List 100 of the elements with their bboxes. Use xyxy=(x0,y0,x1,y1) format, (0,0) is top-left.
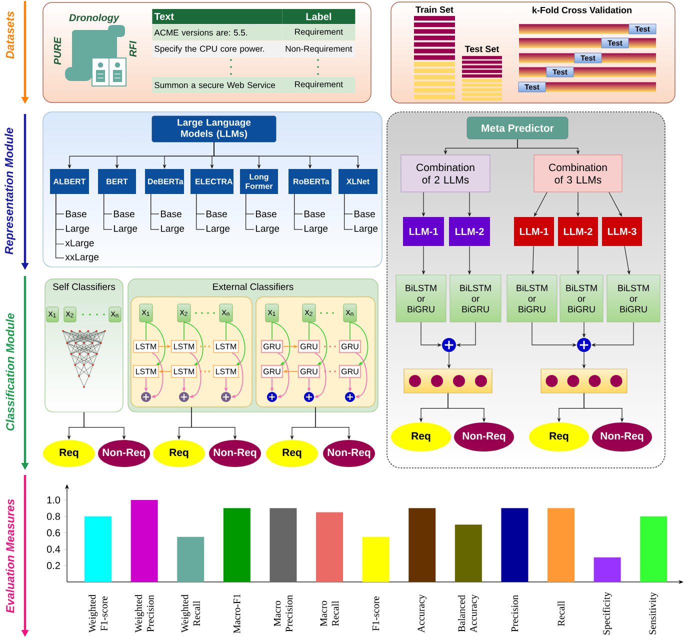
tree-label: Base xyxy=(206,210,227,218)
group-box: Combination of 2 LLMs xyxy=(400,154,490,192)
lstm-box: LSTM xyxy=(133,365,159,378)
section-label: Representation Module xyxy=(4,128,16,254)
model-box: Long Former xyxy=(240,168,278,194)
dataset-label: PURE xyxy=(54,36,61,65)
gru-box: GRU xyxy=(338,340,362,354)
table-cell: Specify the CPU core power. xyxy=(152,42,282,58)
encoder-box: BiLSTM or BiGRU xyxy=(560,274,604,322)
gru-box: GRU xyxy=(260,340,284,354)
gru-box: GRU xyxy=(338,364,362,378)
curved-arrow xyxy=(308,322,328,365)
x-tick-label: Macro Recall xyxy=(320,600,339,626)
title-box: Large Language Models (LLMs) xyxy=(152,116,276,142)
model-box: RoBERTa xyxy=(288,168,332,194)
y-tick-label: 0.8 xyxy=(46,512,60,520)
x-tick-label: Accuracy xyxy=(418,594,427,633)
tree-label: xxLarge xyxy=(65,254,99,262)
lstm-box: LSTM xyxy=(133,340,159,353)
section-label: Evaluation Measures xyxy=(6,499,14,613)
curved-arrow xyxy=(350,322,368,365)
llm-box: LLM-2 xyxy=(449,216,490,246)
x-tick-label: Balanced Accuracy xyxy=(458,594,479,633)
gru-box: GRU xyxy=(298,340,320,354)
tree-label: xLarge xyxy=(65,240,94,248)
plus-circle xyxy=(345,392,355,402)
tree-label: Large xyxy=(161,225,184,234)
llm-box: LLM-3 xyxy=(602,216,642,246)
input-box: x$_{n}$ xyxy=(343,304,357,322)
tree-label: Large xyxy=(304,225,328,234)
tree-label: Base xyxy=(66,210,86,218)
encoder-box: BiLSTM or BiGRU xyxy=(506,274,558,322)
heading: Test Set xyxy=(464,46,500,52)
y-tick-label: 1.0 xyxy=(47,496,60,504)
input-box: x$_{1}$ xyxy=(265,304,279,322)
model-box: ELECTRA xyxy=(190,168,234,194)
y-tick-label: 0.6 xyxy=(46,529,60,536)
tree-label: Large xyxy=(206,225,230,234)
connector-line xyxy=(294,194,303,230)
table-header-cell: Text xyxy=(152,9,282,24)
neuron-layer-box xyxy=(404,368,492,394)
heading: k-Fold Cross Validation xyxy=(532,6,632,14)
model-box: DeBERTa xyxy=(145,168,184,194)
tree-label: Large xyxy=(256,225,280,234)
connector-line xyxy=(308,322,310,340)
connector-line xyxy=(344,194,353,230)
tree-label: Base xyxy=(114,210,134,218)
x-tick-label: F1-score xyxy=(372,596,380,631)
curved-arrow xyxy=(184,322,204,366)
tree-label: Large xyxy=(354,225,378,234)
curved-arrow xyxy=(272,322,290,365)
connector-line xyxy=(196,194,205,230)
gru-box: GRU xyxy=(298,364,320,378)
plus-circle xyxy=(141,392,151,402)
llm-box: LLM-1 xyxy=(403,216,444,246)
plus-circle xyxy=(221,392,231,402)
table-cell: Summon a secure Web Service xyxy=(152,77,282,93)
table-cell: ACME versions are: 5.5. xyxy=(152,24,282,40)
input-box: x$_{2}$ xyxy=(64,306,76,322)
x-tick-label: Specificity xyxy=(602,592,612,635)
x-tick-label: Recall xyxy=(557,600,565,626)
x-tick-label: Weighted F1-score xyxy=(88,594,108,633)
lstm-box: LSTM xyxy=(171,340,197,353)
encoder-box: BiLSTM or BiGRU xyxy=(396,274,446,322)
x-tick-label: Precision xyxy=(511,595,518,632)
dataset-label: RFI xyxy=(130,40,136,57)
tree-label: Base xyxy=(354,210,375,218)
model-box: XLNet xyxy=(338,168,378,194)
input-box: x$_{n}$ xyxy=(219,304,233,322)
tree-label: Large xyxy=(114,225,138,234)
section-label: Datasets xyxy=(6,11,14,59)
plus-circle xyxy=(442,338,456,352)
heading: Train Set xyxy=(416,6,454,13)
table-header-cell: Label xyxy=(282,9,356,24)
x-tick-label: Weighted Precision xyxy=(134,594,154,633)
input-box: x$_{2}$ xyxy=(177,304,191,322)
lstm-box: LSTM xyxy=(213,365,239,378)
tree-label: Base xyxy=(161,210,182,218)
plus-circle xyxy=(179,392,189,402)
x-tick-label: Macro Precision xyxy=(274,595,292,632)
tree-label: Base xyxy=(256,210,276,218)
curved-arrow xyxy=(146,322,166,366)
section-label: Classification Module xyxy=(6,313,14,431)
tree-label: Large xyxy=(66,225,90,234)
input-box: x$_{1}$ xyxy=(46,306,59,322)
encoder-box: BiLSTM or BiGRU xyxy=(606,274,660,322)
neuron-layer-box xyxy=(540,368,628,394)
table-cell: Non-Requirement xyxy=(282,42,356,58)
input-box: x$_{1}$ xyxy=(139,304,153,322)
model-box: ALBERT xyxy=(50,168,89,194)
title-box: Meta Predictor xyxy=(466,116,568,140)
llm-box: LLM-1 xyxy=(514,216,554,246)
curved-arrow xyxy=(226,322,246,366)
plus-circle xyxy=(267,392,277,402)
table-cell: Requirement xyxy=(282,77,356,93)
lstm-box: LSTM xyxy=(213,340,239,353)
group-box: Combination of 3 LLMs xyxy=(534,154,622,192)
lstm-box: LSTM xyxy=(171,365,197,378)
llm-box: LLM-2 xyxy=(558,216,598,246)
encoder-box: BiLSTM or BiGRU xyxy=(450,274,502,322)
